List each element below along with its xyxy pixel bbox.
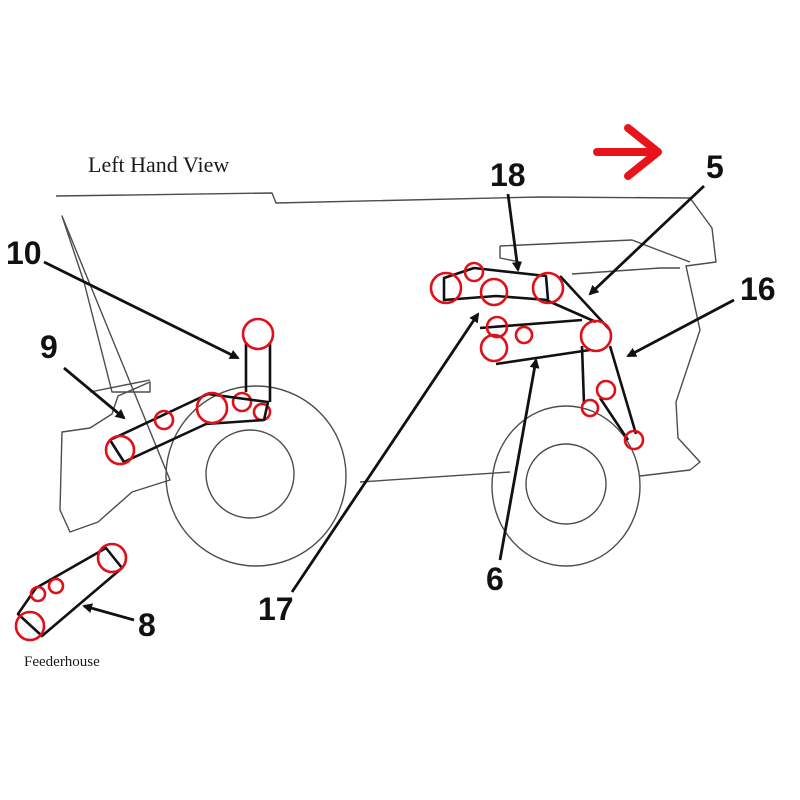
inner-body-line [89,379,151,393]
callout-17: 17 [258,591,294,627]
callout-6: 6 [486,561,504,597]
cab-roof-line [499,246,521,263]
belt-10-drive [231,317,275,422]
arrow-right-icon [593,124,662,180]
engine-bay-line [571,267,680,275]
belt-18-upper-drive [429,261,613,366]
leader-16 [626,298,735,358]
belt-16-rear-drive [580,345,645,451]
view-title: Left Hand View [88,152,229,177]
feederhouse-label: Feederhouse [24,654,100,670]
callout-8: 8 [138,607,156,643]
callout-9: 9 [40,329,58,365]
rear-wheel [491,405,641,567]
leader-6 [498,358,540,561]
leader-17 [290,312,480,593]
callout-5: 5 [706,149,724,185]
belt-9-drive [104,391,270,466]
callout-10: 10 [6,235,42,271]
leader-8 [82,603,135,622]
front-wheel [165,385,347,567]
combine-outline [55,192,717,533]
top-deck-outline [499,239,691,263]
leader-10 [43,260,240,360]
callout-leaders [43,184,735,622]
callout-16: 16 [740,271,776,307]
leader-9 [63,366,126,420]
belt-8-feederhouse [14,542,128,642]
leader-5 [588,184,705,296]
leader-18 [506,193,522,272]
callout-18: 18 [490,157,526,193]
machine-body-outline [55,192,717,533]
